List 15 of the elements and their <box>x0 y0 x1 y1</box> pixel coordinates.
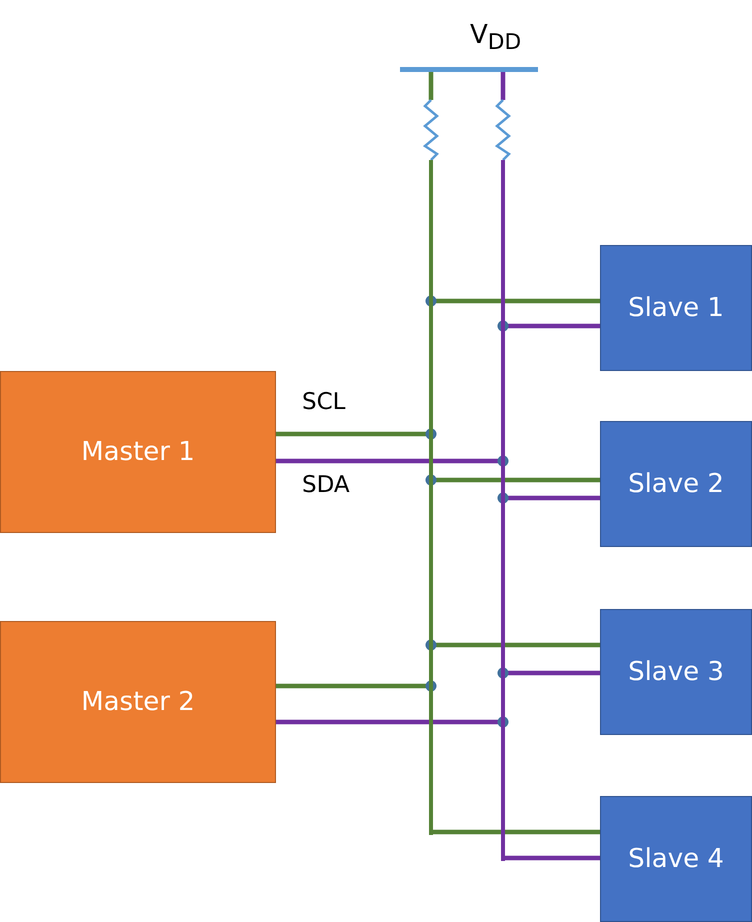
box-label: Master 2 <box>81 687 195 717</box>
box-label: Master 1 <box>81 437 195 467</box>
supply-label: V$_{DD}$ <box>470 20 522 56</box>
slave-box <box>600 421 752 547</box>
wire <box>432 830 600 834</box>
slave-box <box>600 245 752 371</box>
box-label: Slave 1 <box>628 293 724 323</box>
wire <box>504 856 600 860</box>
slave-box <box>600 796 752 922</box>
box-label: Slave 4 <box>628 844 724 874</box>
box-label: Slave 3 <box>628 657 724 687</box>
slave-box <box>600 609 752 735</box>
master-box <box>0 621 276 783</box>
master-box <box>0 371 276 533</box>
box-label: Slave 2 <box>628 469 724 499</box>
